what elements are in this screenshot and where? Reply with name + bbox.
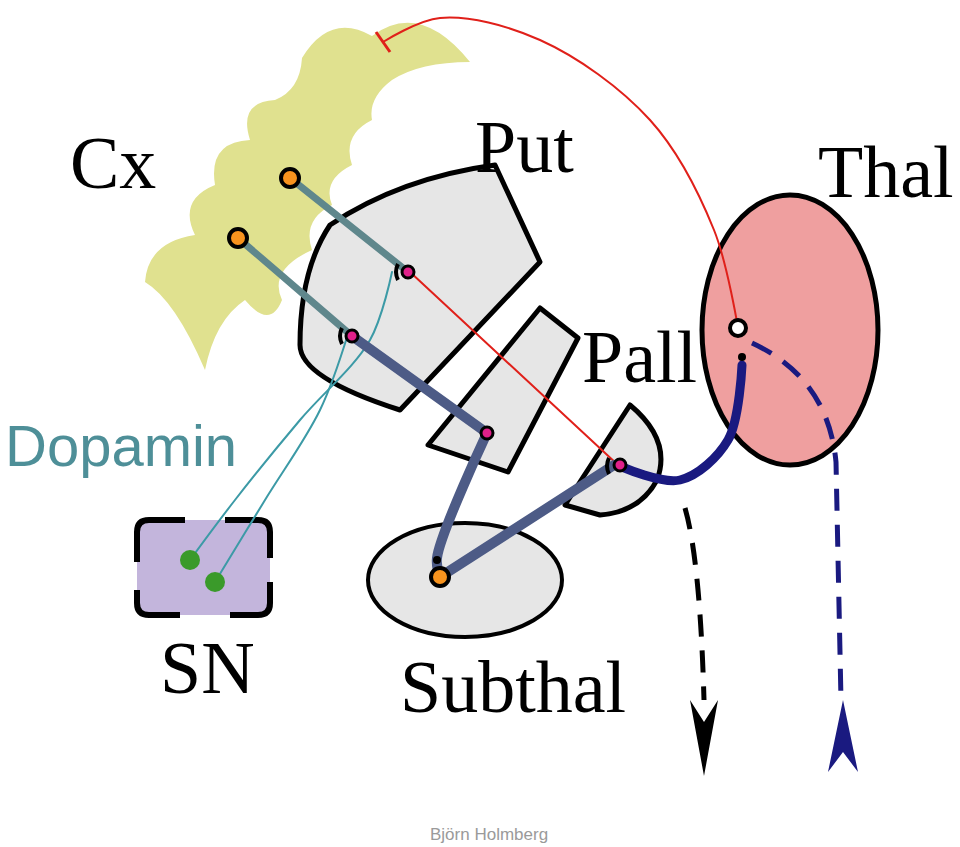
synapse-dot (614, 459, 626, 471)
up-arrowhead (828, 700, 858, 772)
down-arrowhead (690, 700, 718, 776)
pallidum-region: Pall (425, 300, 710, 522)
thalamic-neuron (730, 320, 746, 336)
thalamus-shape (702, 195, 878, 465)
author-watermark: Björn Holmberg (430, 826, 548, 843)
subthalamus-shape (368, 523, 562, 637)
substantia-nigra-region: SN (133, 516, 275, 707)
synapse-dot (433, 556, 441, 564)
region-label: Cx (70, 126, 156, 200)
output-dashed-line (685, 508, 704, 700)
synapse-mark (396, 264, 398, 280)
pallidum-internal-shape (565, 405, 661, 515)
dopamine-neuron (205, 572, 225, 592)
subthalamus-region: Subthal (365, 520, 655, 726)
synapse-dot (346, 330, 358, 342)
region-label: SN (160, 631, 255, 705)
synapse-mark (340, 328, 342, 344)
dopamine-neuron (180, 550, 200, 570)
region-label: Pall (582, 320, 697, 394)
cortex-neuron (281, 169, 299, 187)
substantia-nigra-shape (137, 520, 270, 615)
region-label: Subthal (400, 650, 626, 724)
synapse-mark (607, 458, 609, 474)
synapse-dot (481, 427, 493, 439)
subthalamic-neuron (431, 568, 449, 586)
cortex-neuron (229, 229, 247, 247)
synapse-dot (738, 353, 746, 361)
region-label: Put (475, 110, 574, 184)
pallidum-external-shape (428, 308, 578, 472)
pathway-label: Dopamin (5, 417, 237, 475)
substantia-nigra-border (137, 520, 270, 615)
synapse-dot (402, 266, 414, 278)
region-label: Thal (818, 135, 954, 209)
